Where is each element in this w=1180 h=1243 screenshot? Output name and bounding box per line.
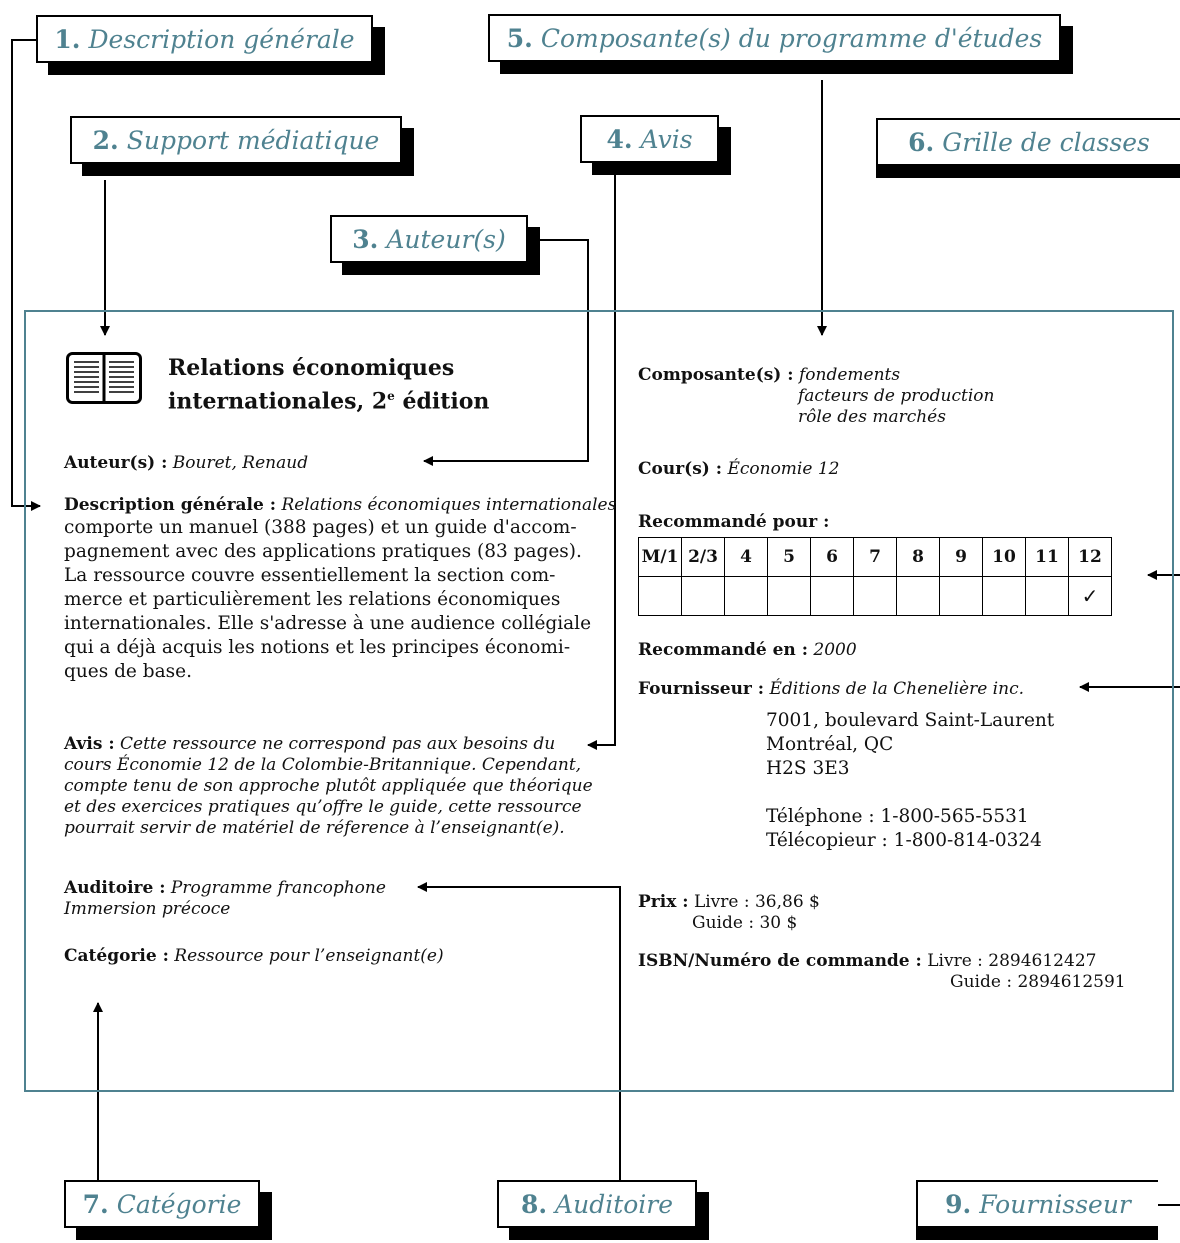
components-list: facteurs de production rôle des marchés bbox=[798, 386, 995, 427]
callout-category: 7.Catégorie bbox=[64, 1180, 260, 1228]
open-book-icon bbox=[66, 352, 142, 404]
recommended-for-label: Recommandé pour : bbox=[638, 512, 830, 532]
grade-check bbox=[681, 576, 725, 616]
grade-check bbox=[724, 576, 768, 616]
grade-header: 5 bbox=[767, 537, 811, 577]
callout-supplier: 9.Fournisseur bbox=[916, 1180, 1158, 1228]
grade-header: 4 bbox=[724, 537, 768, 577]
callout-media: 2.Support médiatique bbox=[70, 116, 402, 164]
grade-header: 9 bbox=[939, 537, 983, 577]
category-field: Catégorie : Ressource pour l’enseignant(… bbox=[64, 946, 444, 966]
supplier-field: Fournisseur : Éditions de la Chenelière … bbox=[638, 679, 1024, 699]
grade-header: 11 bbox=[1025, 537, 1069, 577]
callout-author: 3.Auteur(s) bbox=[330, 215, 528, 263]
callout-components: 5.Composante(s) du programme d'études bbox=[488, 14, 1061, 62]
resource-title: Relations économiques internationales, 2… bbox=[168, 355, 490, 415]
review-field: Avis : Cette ressource ne correspond pas… bbox=[64, 734, 593, 838]
grade-grid: M/1 2/3 4 5 6 7 8 9 10 11 12 ✓ bbox=[638, 537, 1112, 616]
grade-header: M/1 bbox=[638, 537, 682, 577]
price-field: Prix : Livre : 36,86 $ Guide : 30 $ bbox=[638, 892, 820, 933]
supplier-address: 7001, boulevard Saint-Laurent Montréal, … bbox=[766, 710, 1055, 851]
grade-check bbox=[939, 576, 983, 616]
grade-header: 10 bbox=[982, 537, 1026, 577]
author-field: Auteur(s) : Bouret, Renaud bbox=[64, 453, 309, 473]
description-field: Description générale : Relations économi… bbox=[64, 495, 617, 682]
isbn-field: ISBN/Numéro de commande : Livre : 289461… bbox=[638, 951, 1126, 992]
grade-check bbox=[896, 576, 940, 616]
grade-header: 2/3 bbox=[681, 537, 725, 577]
components-field: Composante(s) : fondements bbox=[638, 365, 901, 385]
grade-check bbox=[638, 576, 682, 616]
grade-check bbox=[982, 576, 1026, 616]
checkmark-icon: ✓ bbox=[1068, 576, 1112, 616]
grade-check bbox=[810, 576, 854, 616]
grade-header: 6 bbox=[810, 537, 854, 577]
callout-review: 4.Avis bbox=[580, 115, 719, 163]
grade-check bbox=[767, 576, 811, 616]
resource-card: Relations économiques internationales, 2… bbox=[24, 310, 1174, 1092]
callout-description: 1.Description générale bbox=[36, 15, 373, 63]
grade-header: 8 bbox=[896, 537, 940, 577]
callout-audience: 8.Auditoire bbox=[497, 1180, 697, 1228]
grade-check bbox=[1025, 576, 1069, 616]
audience-field: Auditoire : Programme francophone Immers… bbox=[64, 878, 386, 919]
course-field: Cour(s) : Économie 12 bbox=[638, 459, 840, 479]
grade-check bbox=[853, 576, 897, 616]
grade-header: 7 bbox=[853, 537, 897, 577]
callout-grid: 6.Grille de classes bbox=[876, 118, 1180, 166]
recommended-in-field: Recommandé en : 2000 bbox=[638, 640, 857, 660]
grade-header: 12 bbox=[1068, 537, 1112, 577]
